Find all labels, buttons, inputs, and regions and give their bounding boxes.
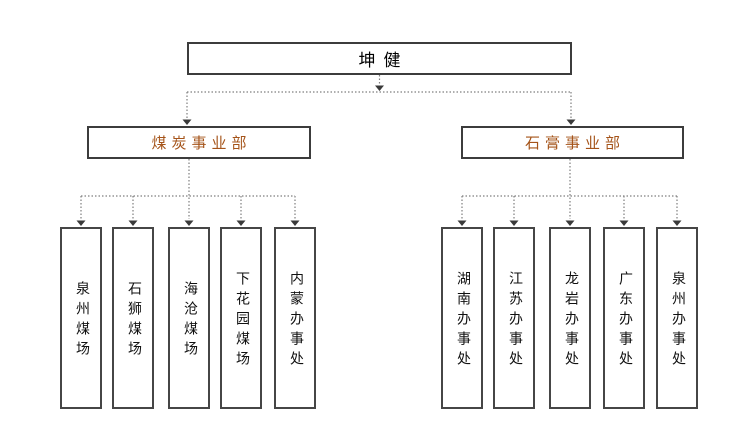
org-node-child-coal-1: 泉州煤场	[60, 227, 102, 409]
arrow-down-icon	[184, 220, 194, 226]
org-node-child-gypsum-2: 江苏办事处	[493, 227, 535, 409]
arrow-down-icon	[566, 119, 576, 125]
arrow-down-icon	[290, 220, 300, 226]
arrow-down-icon	[375, 85, 384, 91]
arrow-down-icon	[76, 220, 86, 226]
org-node-child-label: 广东办事处	[617, 271, 632, 371]
org-node-child-label: 海沧煤场	[182, 281, 197, 361]
arrow-down-icon	[182, 119, 192, 125]
org-node-child-coal-4: 下花园煤场	[220, 227, 262, 409]
org-node-root: 坤健	[187, 42, 572, 75]
org-node-child-label: 石狮煤场	[126, 281, 141, 361]
org-node-child-label: 湖南办事处	[455, 271, 470, 371]
arrow-down-icon	[457, 220, 467, 226]
arrow-down-icon	[672, 220, 682, 226]
org-node-child-gypsum-4: 广东办事处	[603, 227, 645, 409]
org-node-root-label: 坤健	[358, 51, 409, 70]
org-node-child-label: 泉州办事处	[670, 271, 685, 371]
org-node-child-gypsum-5: 泉州办事处	[656, 227, 698, 409]
arrow-down-icon	[236, 220, 246, 226]
org-node-child-label: 江苏办事处	[507, 271, 522, 371]
org-node-division-gypsum-label: 石膏事业部	[524, 136, 625, 152]
org-node-child-label: 下花园煤场	[234, 271, 249, 371]
org-node-child-coal-2: 石狮煤场	[112, 227, 154, 409]
org-node-child-gypsum-1: 湖南办事处	[441, 227, 483, 409]
org-node-division-coal: 煤炭事业部	[87, 126, 311, 159]
org-node-division-coal-label: 煤炭事业部	[151, 136, 252, 152]
org-node-child-coal-3: 海沧煤场	[168, 227, 210, 409]
org-node-child-label: 泉州煤场	[74, 281, 89, 361]
org-node-child-gypsum-3: 龙岩办事处	[549, 227, 591, 409]
org-node-child-label: 内蒙办事处	[288, 271, 303, 371]
arrow-down-icon	[565, 220, 575, 226]
arrow-down-icon	[619, 220, 629, 226]
org-node-division-gypsum: 石膏事业部	[461, 126, 684, 159]
org-node-child-coal-5: 内蒙办事处	[274, 227, 316, 409]
org-node-child-label: 龙岩办事处	[563, 271, 578, 371]
arrow-down-icon	[128, 220, 138, 226]
arrow-down-icon	[509, 220, 519, 226]
